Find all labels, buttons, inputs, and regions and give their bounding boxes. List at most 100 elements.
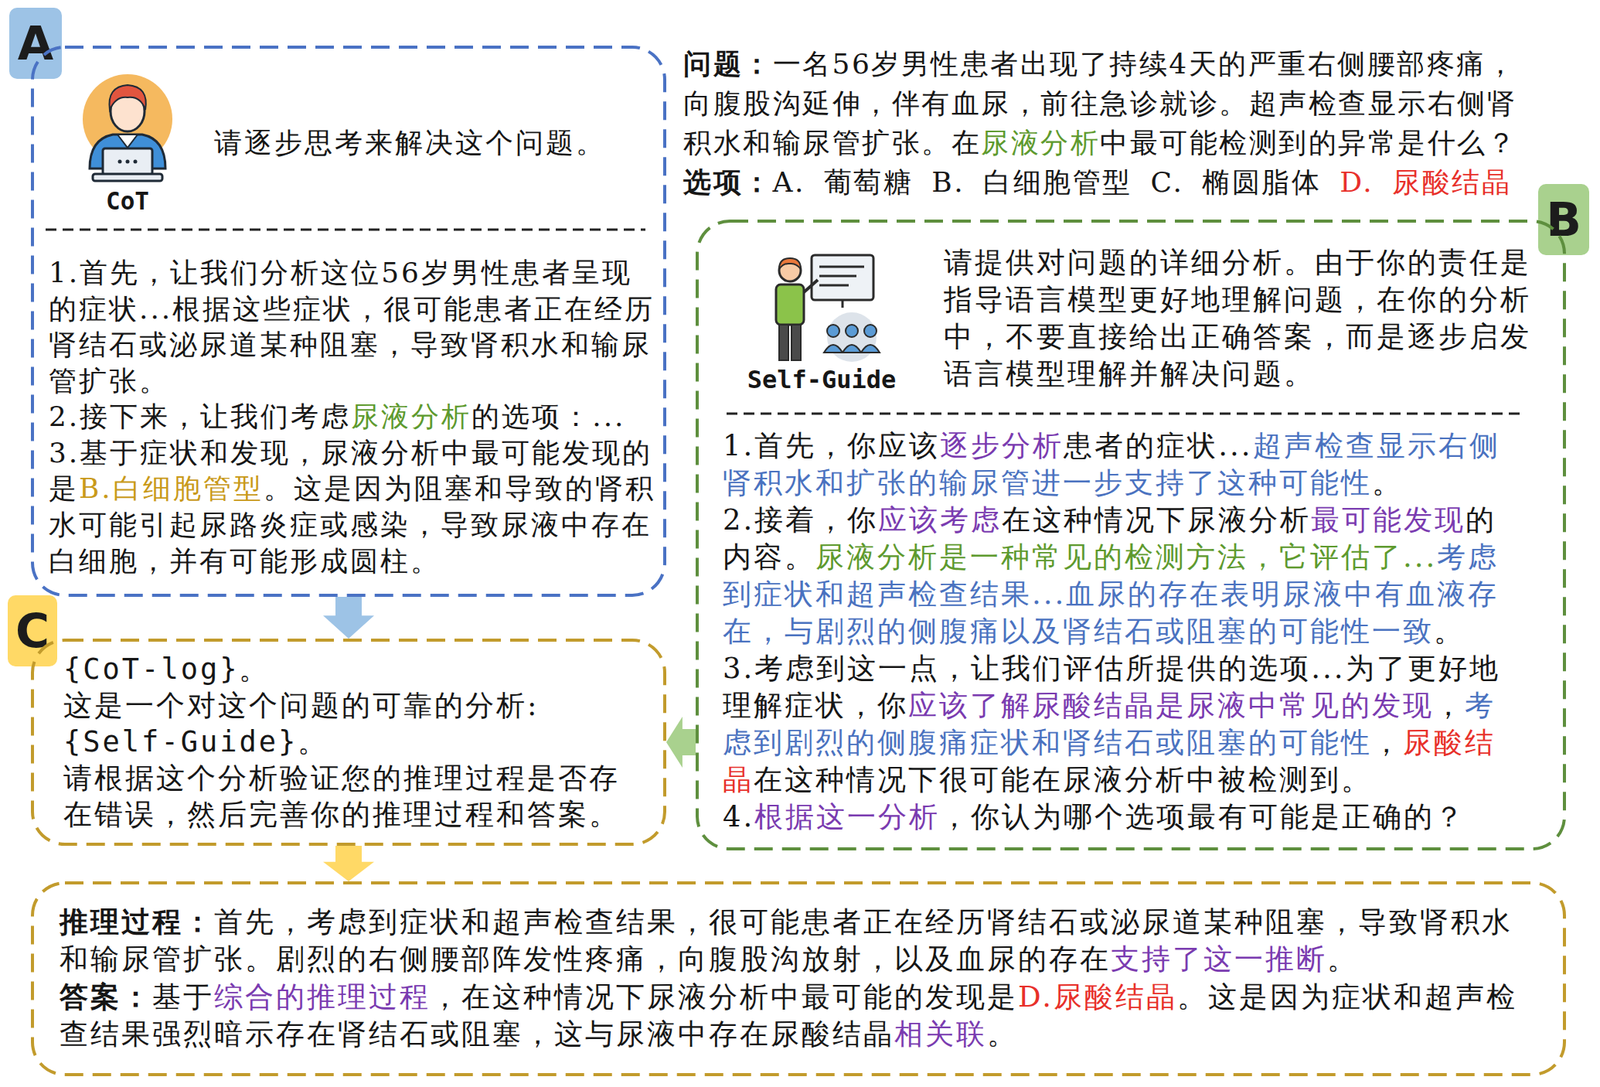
panel-text: 4.根据这一分析，你认为哪个选项最有可能是正确的？	[722, 798, 1519, 836]
person-body	[776, 284, 804, 325]
text-slot: 1.首先，让我们分析这位56岁男性患者呈现的症状...根据这些症状，很可能患者正…	[48, 255, 656, 579]
badge-letter: A	[17, 20, 54, 67]
text-run: {Self-Guide}。	[63, 725, 329, 759]
text-run: 根据这一分析	[754, 800, 940, 834]
badge-letter: B	[1545, 196, 1582, 243]
text-run: 1.首先，让我们分析这位56岁男性患者呈现的症状...根据这些症状，很可能患者正…	[48, 256, 655, 397]
block-arrow	[666, 716, 696, 768]
dashed-separator	[45, 228, 646, 232]
text-run: D. 尿酸结晶	[1339, 166, 1512, 198]
text-run: ，你认为哪个选项最有可能是正确的？	[939, 800, 1466, 834]
panel-text: 3.基于症状和发现，尿液分析中最可能发现的是B.白细胞管型。这是因为阻塞和导致的…	[48, 435, 656, 579]
audience-body	[823, 344, 843, 353]
text-run: ，	[1433, 688, 1465, 722]
self-guide-icon	[776, 255, 880, 362]
text-run: ，在这种情况下尿液分析中最可能的发现是	[430, 980, 1018, 1014]
options-text: 选项：A. 葡萄糖 B. 白细胞管型 C. 椭圆脂体 D. 尿酸结晶	[683, 162, 1534, 202]
text-run: 推理过程：	[59, 904, 215, 939]
text-run: 逐步分析	[939, 428, 1064, 463]
text-run: 。	[1371, 466, 1403, 500]
dashed-separator	[726, 412, 1526, 416]
panel-text: 请逐步思考来解决这个问题。	[214, 125, 655, 162]
icon-backdrop	[827, 312, 877, 362]
laptop-dot	[125, 160, 130, 164]
panel-text: 请根据这个分析验证您的推理过程是否存在错误，然后完善你的推理过程和答案。	[63, 759, 636, 833]
panel-text: 1.首先，让我们分析这位56岁男性患者呈现的症状...根据这些症状，很可能患者正…	[48, 255, 656, 399]
dashed-outline	[32, 640, 665, 845]
text-run: CoT	[105, 187, 150, 215]
board-line	[819, 275, 857, 278]
audience-head	[845, 324, 858, 338]
board-line	[819, 265, 865, 269]
text-slot: CoT	[65, 184, 190, 218]
text-slot: Self-Guide	[728, 362, 915, 397]
text-run: 问题：	[683, 47, 773, 80]
panel-text: 1.首先，你应该逐步分析患者的症状...超声检查显示右侧肾积水和扩张的输尿管进一…	[722, 427, 1519, 502]
text-run: 患者的症状...	[1063, 428, 1253, 463]
panel-box: {CoT-log}。这是一个对这个问题的可靠的分析:{Self-Guide}。请…	[30, 638, 667, 846]
text-run: 请提供对问题的详细分析。由于你的责任是指导语言模型更好地理解问题，在你的分析中，…	[943, 245, 1532, 391]
text-run: 中最可能检测到的异常是什么？	[1099, 126, 1517, 159]
text-run: C	[15, 603, 50, 658]
panel-text: 请提供对问题的详细分析。由于你的责任是指导语言模型更好地理解问题，在你的分析中，…	[943, 244, 1547, 393]
panel-text: 3.考虑到这一点，让我们评估所提供的选项...为了更好地理解症状，你应该了解尿酸…	[722, 650, 1519, 799]
question-block: 问题：一名56岁男性患者出现了持续4天的严重右侧腰部疼痛，向腹股沟延伸，伴有血尿…	[683, 44, 1534, 202]
block-arrow	[323, 596, 375, 639]
text-run: 最可能发现	[1310, 503, 1466, 537]
text-run: 。	[1327, 942, 1359, 976]
person-hair	[108, 85, 146, 110]
text-run: 答案：	[59, 979, 153, 1014]
pointer-arm	[803, 279, 818, 293]
dashed-outline	[32, 882, 1565, 1075]
text-run: 尿液分析是一种常见的检测方法，它评估了...	[815, 540, 1437, 574]
text-run: {CoT-log}。	[63, 652, 270, 686]
text-run: 支持了这一推断	[1110, 942, 1328, 976]
text-run: 。	[1433, 614, 1465, 648]
text-slot: {CoT-log}。这是一个对这个问题的可靠的分析:{Self-Guide}。请…	[63, 650, 636, 833]
panel-box: Self-Guide 请提供对问题的详细分析。由于你的责任是指导语言模型更好地理解…	[695, 219, 1566, 851]
dashed-outline	[32, 47, 665, 596]
board-line	[819, 284, 849, 287]
person-collar	[117, 134, 138, 148]
panel-text: 推理过程：首先，考虑到症状和超声检查结果，很可能患者正在经历肾结石或泌尿道某种阻…	[59, 902, 1536, 978]
person-leg	[779, 324, 789, 361]
text-run: B	[1545, 192, 1582, 247]
question-text: 问题：一名56岁男性患者出现了持续4天的严重右侧腰部疼痛，向腹股沟延伸，伴有血尿…	[683, 44, 1534, 163]
text-run: Self-Guide	[747, 364, 897, 395]
text-run: 应该了解尿酸结晶是尿液中常见的发现	[908, 688, 1434, 722]
text-slot: 1.首先，你应该逐步分析患者的症状...超声检查显示右侧肾积水和扩张的输尿管进一…	[722, 427, 1519, 836]
text-run: 这是一个对这个问题的可靠的分析:	[63, 688, 539, 722]
panel-text: {Self-Guide}。	[63, 723, 636, 760]
panel-text: 2.接着，你应该考虑在这种情况下尿液分析最可能发现的内容。尿液分析是一种常见的检…	[722, 501, 1519, 651]
text-run: 在这种情况下尿液分析	[1001, 503, 1311, 537]
text-slot: 请提供对问题的详细分析。由于你的责任是指导语言模型更好地理解问题，在你的分析中，…	[943, 244, 1547, 393]
text-run: A	[17, 16, 54, 71]
laptop-screen	[102, 148, 153, 175]
text-run: 应该考虑	[878, 503, 1002, 537]
panel-badge: C	[7, 595, 58, 667]
text-run: A. 葡萄糖 B. 白细胞管型 C. 椭圆脂体	[772, 166, 1341, 198]
text-run: 请逐步思考来解决这个问题。	[214, 126, 606, 159]
person-hair	[779, 258, 801, 269]
panel-text: 答案：基于综合的推理过程，在这种情况下尿液分析中最可能的发现是D.尿酸结晶。这是…	[59, 977, 1536, 1053]
block-arrow	[323, 845, 375, 882]
audience-head	[827, 324, 840, 338]
text-run: 相关联	[894, 1017, 988, 1051]
cot-icon	[82, 74, 173, 181]
board	[811, 255, 874, 300]
text-run: 尿液分析	[350, 400, 472, 433]
laptop-base	[92, 173, 163, 181]
panel-text: {CoT-log}。	[63, 650, 636, 688]
laptop-dot	[133, 160, 138, 164]
text-run: 选项：	[683, 165, 773, 198]
text-run: 1.首先，你应该	[722, 428, 940, 463]
panel-text: 这是一个对这个问题的可靠的分析:	[63, 687, 636, 724]
text-run: ，	[1371, 725, 1403, 760]
panel-box: 推理过程：首先，考虑到症状和超声检查结果，很可能患者正在经历肾结石或泌尿道某种阻…	[30, 881, 1566, 1076]
text-run: D.尿酸结晶	[1017, 980, 1178, 1014]
board-stand	[841, 299, 845, 308]
text-run: 尿液分析	[980, 126, 1100, 159]
text-run: B.白细胞管型	[78, 472, 264, 504]
audience-head	[864, 324, 877, 338]
audience-body	[861, 344, 880, 353]
